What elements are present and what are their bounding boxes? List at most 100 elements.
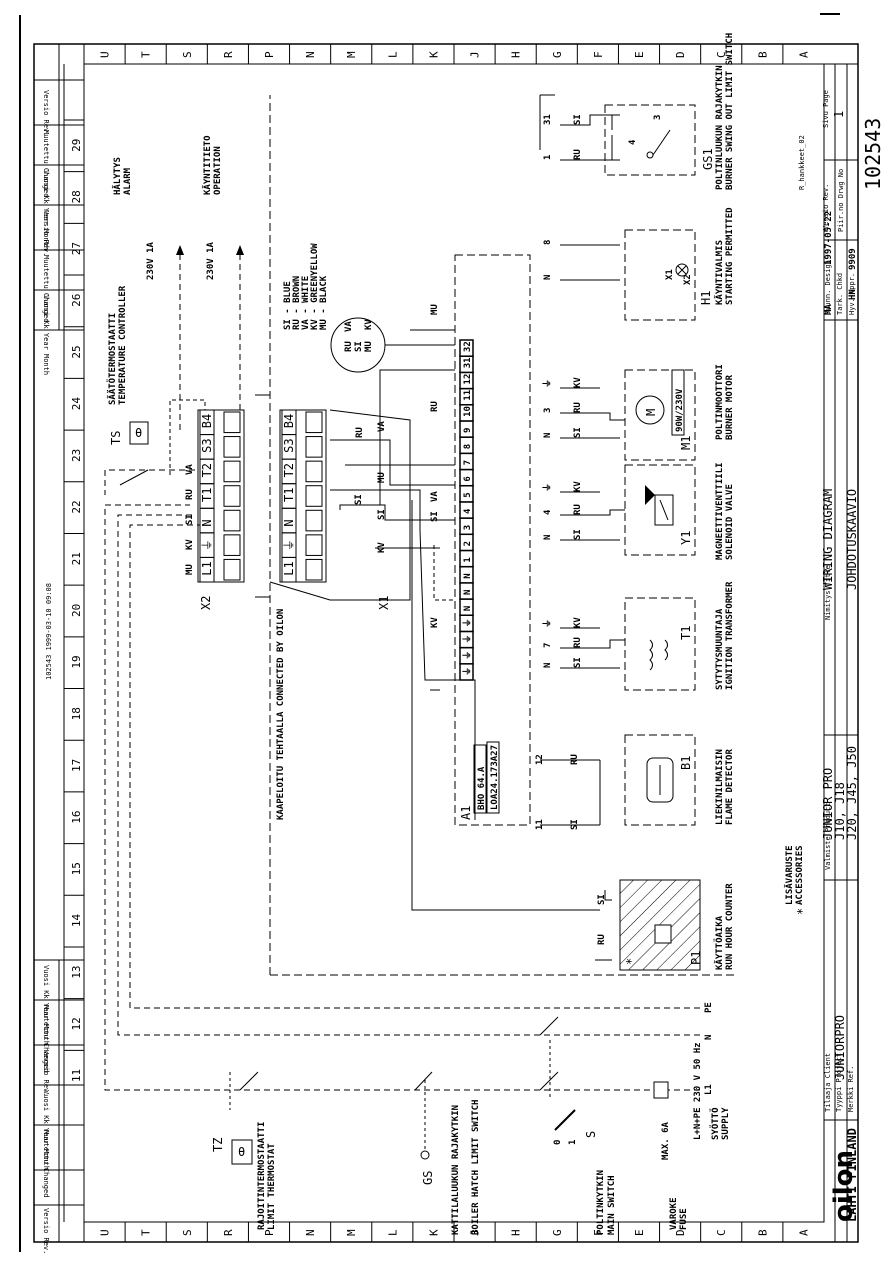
- header-cell-changed: Muutettu Changed: [42, 130, 50, 197]
- x2-terminal-1: ⏚: [200, 539, 214, 551]
- row-label-bottom-A: A: [797, 1229, 810, 1236]
- a1-terminal-⏚: ⏚: [462, 635, 473, 644]
- rev-label: Versio Rev.: [822, 184, 830, 230]
- col-label-12: 12: [70, 1017, 83, 1030]
- row-label-top-R: R: [222, 51, 235, 58]
- col-label-11: 11: [70, 1069, 83, 1082]
- type-label: Tyyppi Project: [835, 1053, 843, 1112]
- x1-terminal-2: N: [282, 519, 296, 526]
- col-label-28: 28: [70, 190, 83, 203]
- y1-solenoid-valve: Y1 N 4 ⏚ SI RU KV MAGNEETTIVENTTIILI SOL…: [542, 462, 735, 560]
- s-main-switch: S 0 1 POLTINKYTKIN MAIN SWITCH: [539, 1016, 617, 1235]
- page-number: 1: [832, 111, 846, 118]
- models-2: J20, J45, J50: [845, 746, 859, 840]
- alarm-output: 230V 1A HÄLYTYS ALARM: [112, 157, 184, 430]
- legend-ru: RU - BROWN: [292, 276, 302, 330]
- col-label-21: 21: [70, 552, 83, 565]
- file-stamp: R_hankkeet_02: [798, 135, 806, 190]
- row-label-top-A: A: [797, 51, 810, 58]
- p1-label-fi: KÄYTTÖAIKA: [714, 915, 725, 970]
- h1-contact-x1: X1: [665, 269, 675, 280]
- y1-wire-si: SI: [573, 529, 583, 540]
- company-location: LAHTI FINLAND: [845, 1128, 859, 1222]
- x1-terminal-1: ⏚: [282, 539, 296, 551]
- x1-wire-mu: MU: [377, 472, 387, 483]
- header-cell-year-3: Vuosi Kk Year Month: [42, 965, 50, 1045]
- col-label-25: 25: [70, 345, 83, 358]
- x2-terminal-4: T2: [200, 463, 214, 477]
- t1-label-en: IGNITION TRANSFORMER: [725, 581, 735, 690]
- b1-pin-12: 12: [535, 754, 545, 765]
- a1-terminal-⏚: ⏚: [462, 667, 473, 676]
- a1-terminal-⏚: ⏚: [462, 651, 473, 660]
- x2-terminal-2: N: [200, 519, 214, 526]
- header-cell-year-4: Vuosi Kk Year Month: [42, 1090, 50, 1170]
- models-1: J10, J18: [833, 782, 847, 840]
- x2-pin: [223, 460, 241, 483]
- row-label-top-P: P: [263, 51, 276, 58]
- row-label-top-T: T: [140, 51, 153, 58]
- accessories-fi: LISÄVARUSTE: [784, 845, 795, 905]
- gs-tag: GS: [421, 1171, 435, 1185]
- t1-pin-n: N: [543, 663, 553, 668]
- a1-wire-mu: MU: [430, 304, 440, 315]
- p1-accessory-mark: *: [624, 958, 638, 965]
- col-label-14: 14: [70, 913, 83, 927]
- a1-wire-kv: KV: [430, 617, 440, 628]
- x2-terminal-0: L1: [200, 561, 214, 575]
- col-label-17: 17: [70, 759, 83, 772]
- col-label-15: 15: [70, 862, 83, 875]
- revision-header-top: Versio Rev. Muutettu Changed Vuosi Kk Ye…: [34, 44, 84, 375]
- a1-terminal-31: 31: [463, 357, 473, 368]
- gs1-pin-1: 1: [543, 155, 553, 160]
- x1-cell: [281, 409, 297, 436]
- legend-kv: KV - GREENYELLOW: [310, 243, 320, 330]
- gs1-wire-ru: RU: [573, 149, 583, 160]
- gs1-label-en: BURNER SWING OUT LIMIT SWITCH: [725, 33, 735, 190]
- a1-tag: A1: [459, 806, 473, 820]
- m1-tag: M1: [679, 436, 693, 450]
- ts-temperature-controller: θ TS SÄÄTÖTERMOSTAATTI TEMPERATURE CONTR…: [107, 285, 206, 486]
- client-label: Tilaaja Client: [824, 1053, 832, 1112]
- t1-pin-pe: ⏚: [542, 619, 553, 628]
- header-cell-rev-2: Versio Rev.: [42, 210, 50, 256]
- p1-label-en: RUN HOUR COUNTER: [725, 883, 735, 970]
- gs-boiler-hatch-switch: GS KATTILALUUKUN RAJAKYTKIN BOILER HATCH…: [414, 1071, 481, 1235]
- check-label: Tark. Chkd: [836, 273, 844, 315]
- y1-pin-n: N: [543, 535, 553, 540]
- supply: L1 N PE L+N+PE 230 V 50 Hz SYÖTTÖ SUPPLY: [693, 1002, 731, 1140]
- x2-pin: [223, 485, 241, 507]
- x1-pin: [305, 534, 323, 556]
- a1-terminal-3: 3: [463, 525, 473, 530]
- p1-tag: P1: [689, 951, 703, 965]
- x1-pin: [305, 436, 323, 458]
- design-label: Suunn. Design: [824, 260, 832, 315]
- x2-terminal-6: B4: [200, 414, 214, 428]
- y1-pin-pe: ⏚: [542, 483, 553, 492]
- supply-terminal-l1: L1: [704, 1084, 714, 1095]
- p1-feed-wire: [411, 500, 600, 911]
- t1-wire-kv: KV: [573, 617, 583, 628]
- x1-wire-ru: RU: [355, 427, 365, 438]
- a1-terminal-11: 11: [463, 390, 473, 401]
- a1-wire-ru: RU: [430, 401, 440, 412]
- operation-rating: 230V 1A: [206, 241, 216, 280]
- ref-label: Merkki Ref.: [847, 1066, 855, 1112]
- cable-wire-si: SI: [354, 341, 364, 352]
- col-label-26: 26: [70, 294, 83, 307]
- x2-cell: [199, 409, 215, 436]
- title-en: WIRING DIAGRAM: [821, 489, 835, 590]
- x1-pin: [305, 460, 323, 483]
- col-label-20: 20: [70, 604, 83, 617]
- t1-ignition-transformer: T1 N 7 ⏚ SI RU KV SYTYTYSMUUNTAJA IGNITI…: [542, 581, 735, 691]
- row-label-top-K: K: [427, 51, 440, 58]
- gs1-wire-si: SI: [573, 114, 583, 125]
- a1-terminal-⏚: ⏚: [462, 618, 473, 627]
- cabled-by-oilon-note: KAAPELOITU TEHTAALLA CONNECTED BY OILON: [276, 609, 286, 820]
- a1-terminal-4: 4: [463, 508, 473, 514]
- supply-spec: L+N+PE 230 V 50 Hz: [693, 1042, 703, 1140]
- a1-terminal-12: 12: [463, 374, 473, 385]
- x1-wire-kv: KV: [377, 542, 387, 553]
